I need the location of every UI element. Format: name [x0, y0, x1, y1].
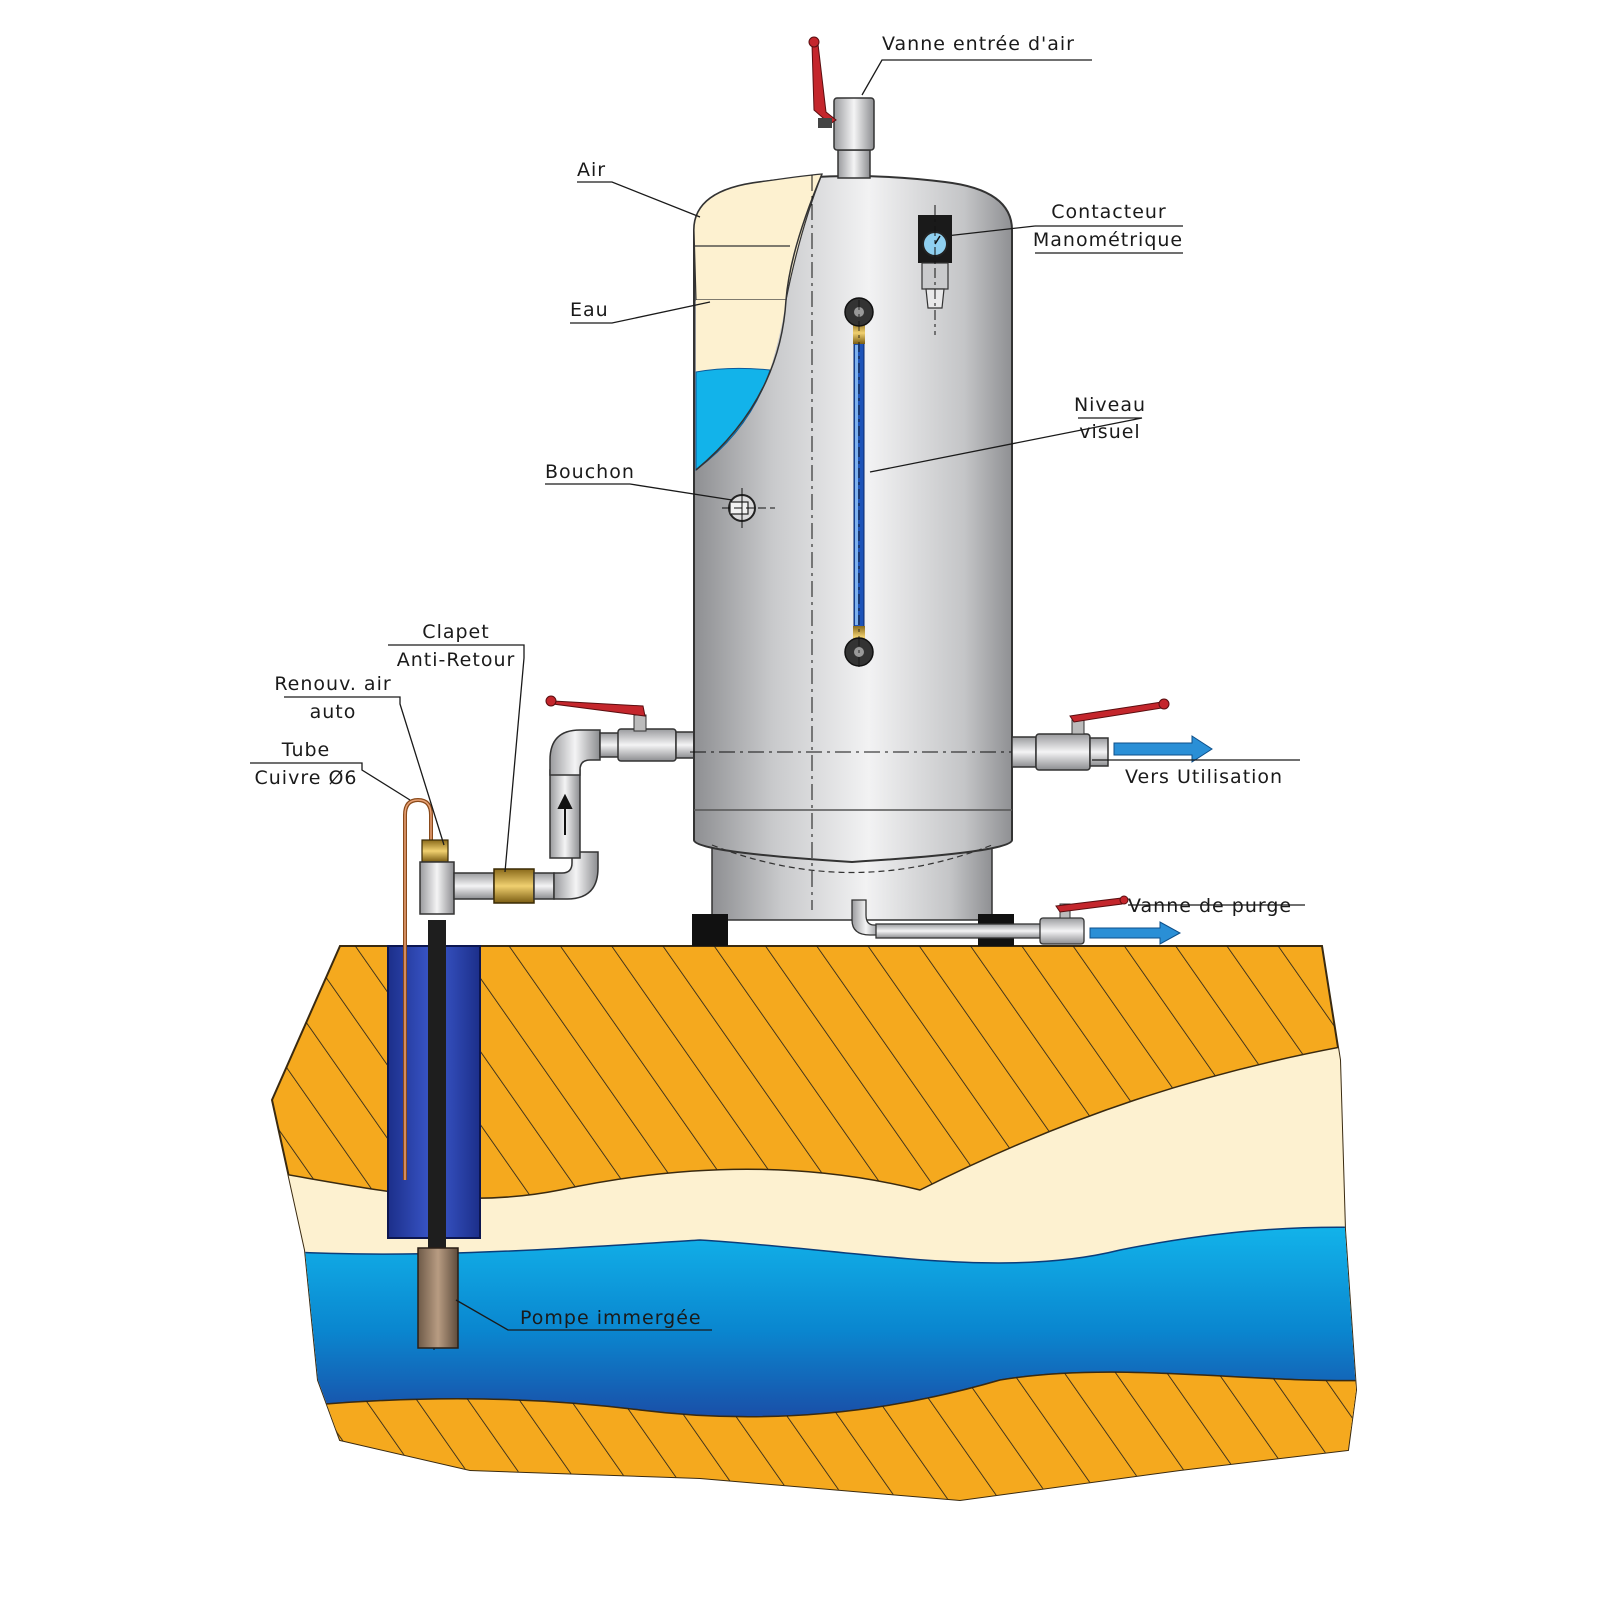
label-copper-tube-line1: Tube — [281, 739, 331, 761]
label-level-gauge-line1: Niveau — [1073, 394, 1147, 416]
purge-flow-arrow — [1089, 921, 1182, 945]
pressure-tank — [690, 36, 1170, 946]
label-level-gauge-line2: visuel — [1079, 421, 1141, 443]
label-copper-tube-line2: Cuivre Ø6 — [254, 767, 358, 789]
label-plug: Bouchon — [545, 461, 635, 483]
label-pressure-switch-line1: Contacteur — [1051, 201, 1167, 223]
label-air: Air — [577, 159, 607, 181]
label-air-inlet-valve: Vanne entrée d'air — [882, 33, 1075, 55]
check-valve — [493, 868, 535, 904]
flow-arrow-up — [557, 793, 573, 835]
label-auto-air-line2: auto — [309, 701, 357, 723]
air-valve-handle — [811, 43, 837, 125]
label-purge-valve: Vanne de purge — [1128, 895, 1293, 917]
ground-section — [270, 945, 1358, 1502]
level-gauge — [844, 297, 874, 670]
well-head — [419, 695, 699, 915]
purge-valve-handle — [1055, 897, 1123, 913]
tank-cutaway-water-top — [696, 300, 786, 372]
riser-pipe — [428, 920, 446, 1250]
submersible-pump — [417, 1247, 459, 1349]
tank-foot-left — [692, 914, 728, 946]
outlet-valve-handle — [1069, 701, 1163, 723]
inlet-valve-handle — [552, 700, 646, 717]
label-water: Eau — [570, 299, 609, 321]
label-pressure-switch-line2: Manométrique — [1032, 229, 1184, 251]
label-to-usage: Vers Utilisation — [1125, 766, 1284, 788]
drain-plug — [722, 488, 775, 528]
borehole — [387, 797, 481, 1350]
label-submersible-pump: Pompe immergée — [520, 1307, 702, 1329]
label-auto-air-line1: Renouv. air — [274, 673, 392, 695]
outlet-flow-arrow — [1113, 735, 1213, 763]
leader-lines — [250, 59, 1305, 1331]
label-check-valve-line2: Anti-Retour — [396, 649, 516, 671]
label-check-valve-line1: Clapet — [422, 621, 490, 643]
